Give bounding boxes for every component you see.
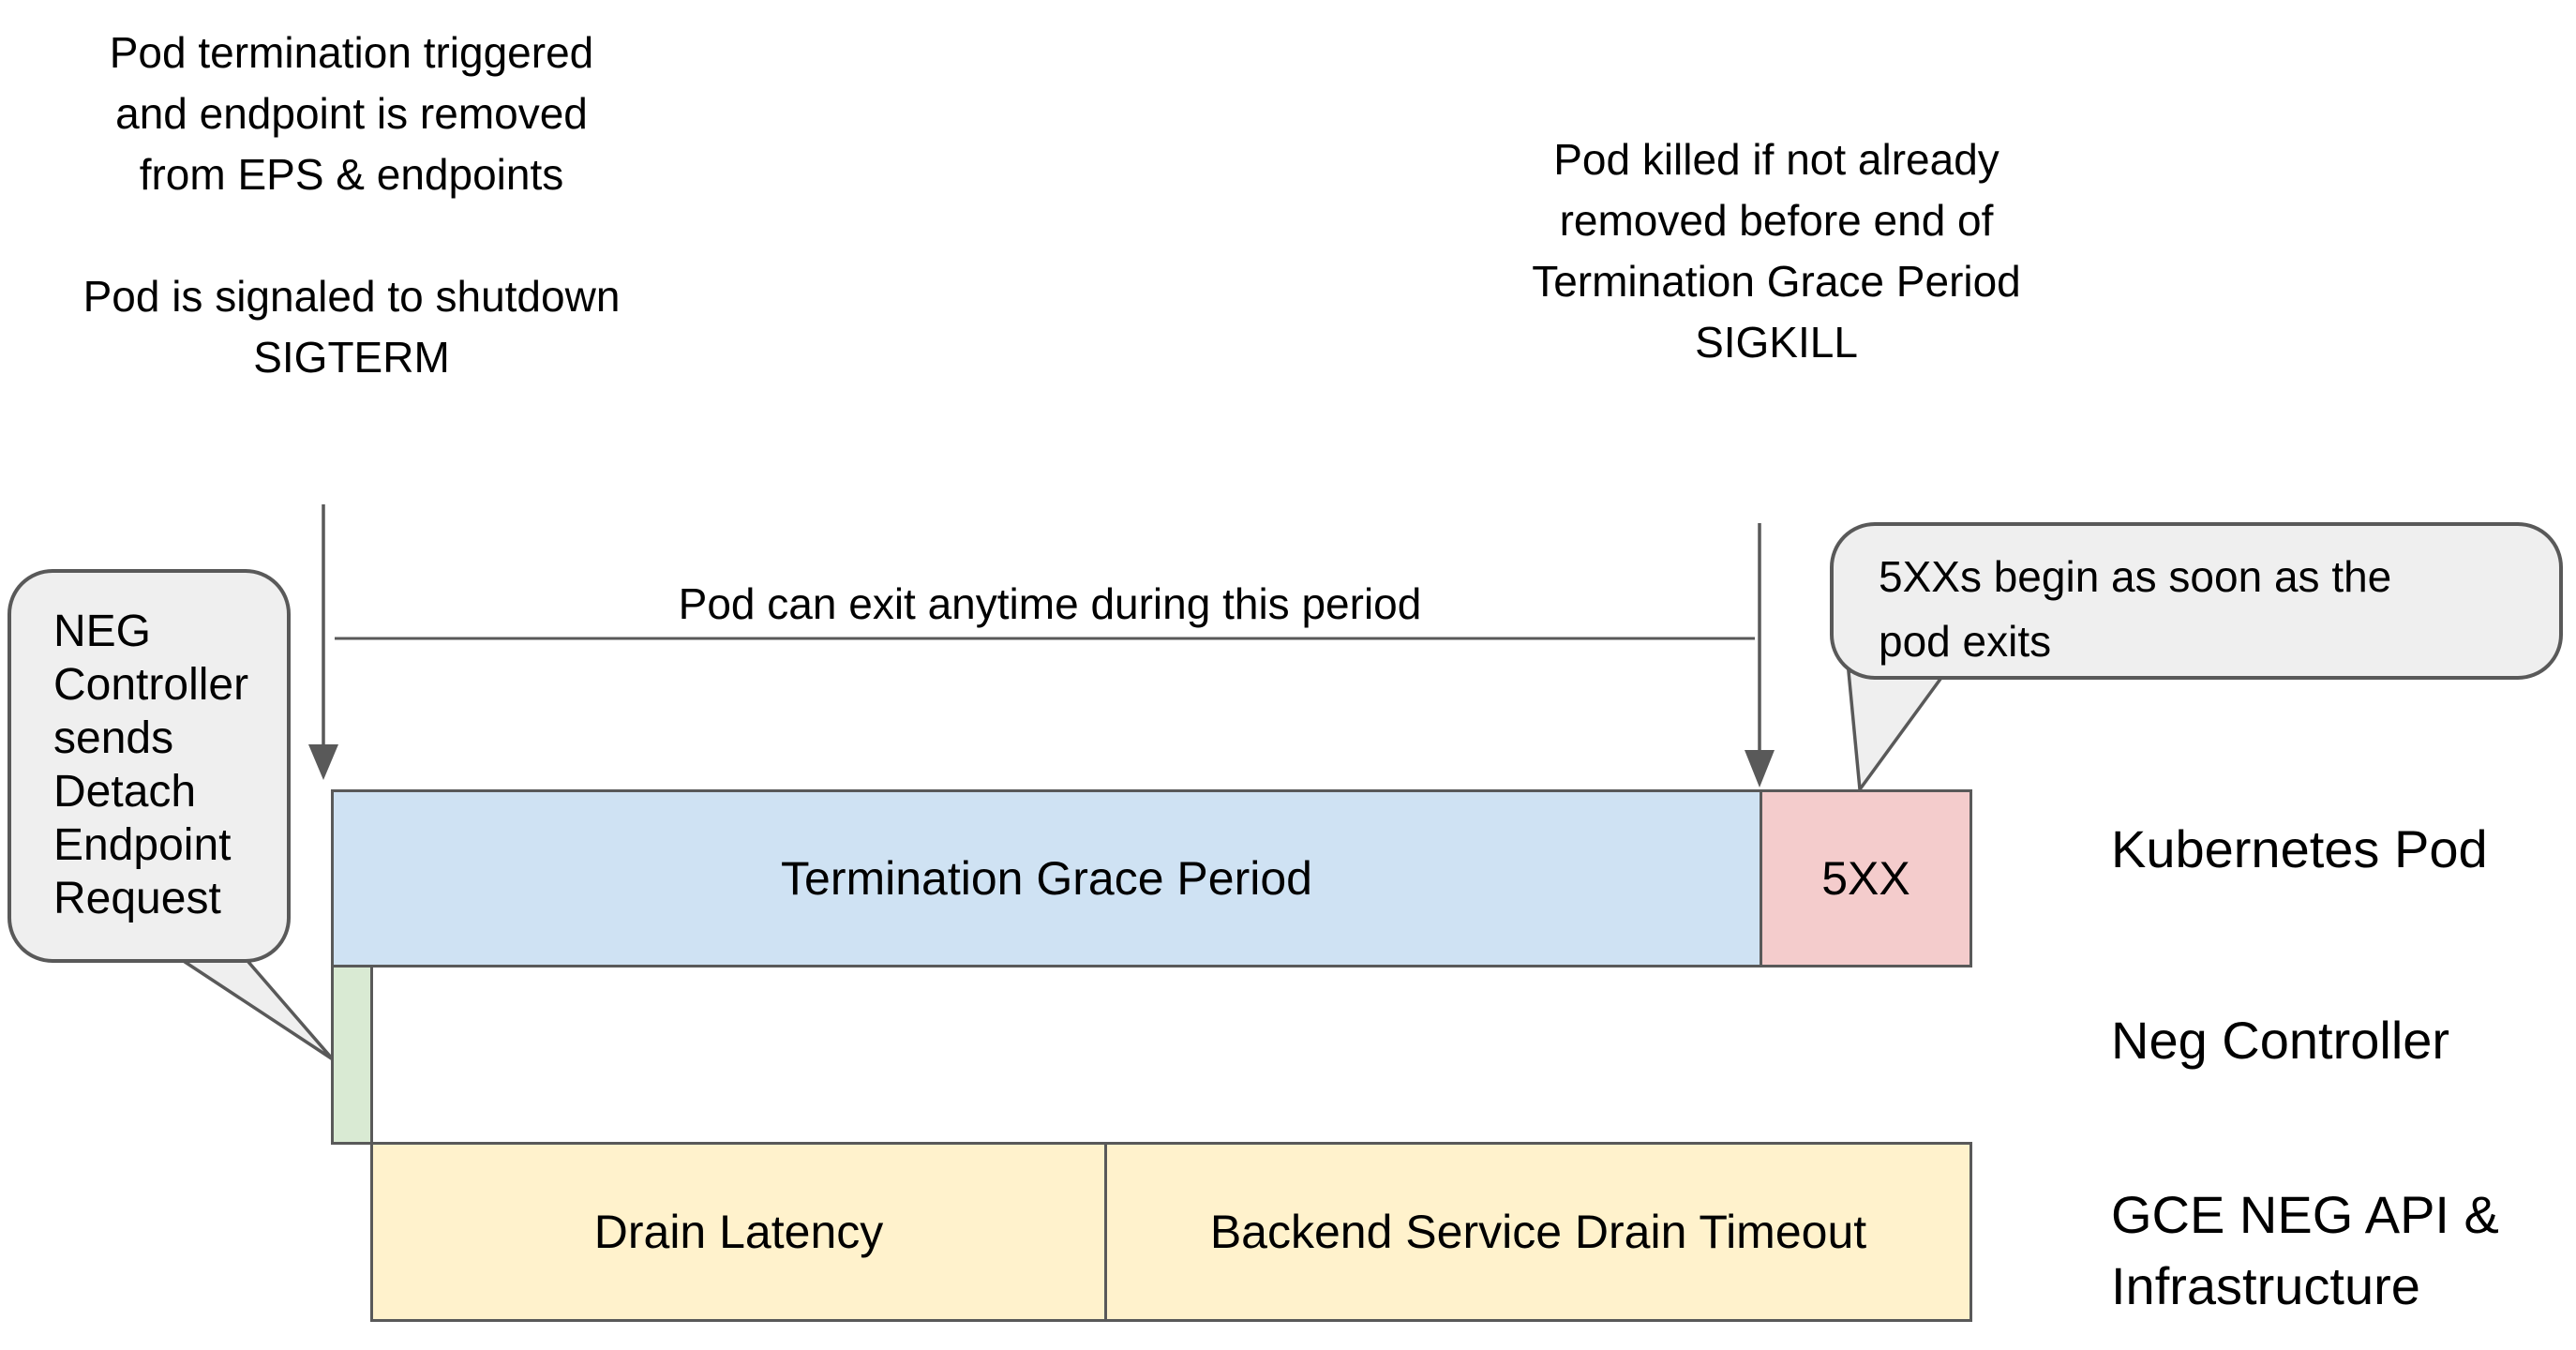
note-pod-killed-sigkill: Pod killed if not already removed before… xyxy=(1532,135,2021,367)
row-label-kubernetes-pod: Kubernetes Pod xyxy=(2111,819,2488,878)
five-xx-begin-callout: 5XXs begin as soon as the pod exits xyxy=(1830,522,2563,680)
sigterm-arrow xyxy=(308,504,338,780)
drain-latency-bar: Drain Latency xyxy=(370,1142,1107,1322)
row-label-neg-controller: Neg Controller xyxy=(2111,1011,2450,1070)
sigterm-arrowhead-icon xyxy=(308,744,338,780)
row-label-gce-neg-api: GCE NEG API & Infrastructure xyxy=(2111,1185,2499,1315)
backend-service-drain-timeout-label: Backend Service Drain Timeout xyxy=(1209,1206,1867,1258)
termination-grace-period-bar: Termination Grace Period xyxy=(331,789,1762,968)
drain-latency-label: Drain Latency xyxy=(593,1206,884,1258)
note-pod-termination-sigterm: Pod termination triggered and endpoint i… xyxy=(82,28,621,382)
five-xx-label: 5XX xyxy=(1821,852,1910,905)
detach-endpoint-bar xyxy=(331,965,373,1145)
note-pod-can-exit: Pod can exit anytime during this period xyxy=(678,579,1422,628)
sigkill-arrow xyxy=(1745,523,1775,788)
left-bubble-tail xyxy=(168,952,335,1061)
right-bubble-tail xyxy=(1847,669,1950,794)
neg-controller-callout: NEG Controller sends Detach Endpoint Req… xyxy=(7,569,291,963)
sigkill-arrowhead-icon xyxy=(1745,750,1775,788)
termination-grace-period-label: Termination Grace Period xyxy=(781,852,1312,905)
backend-service-drain-timeout-bar: Backend Service Drain Timeout xyxy=(1104,1142,1972,1322)
five-xx-bar: 5XX xyxy=(1760,789,1972,968)
